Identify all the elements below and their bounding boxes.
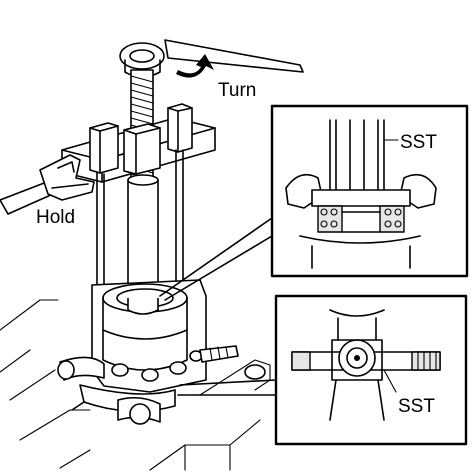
press-sleeve (127, 174, 159, 315)
callout-leaders (159, 217, 277, 396)
wrench-icon (119, 39, 304, 78)
sst-upper-label: SST (400, 132, 437, 153)
work-surface (0, 299, 271, 471)
turn-label: Turn (218, 80, 256, 101)
hold-label: Hold (36, 207, 75, 228)
sst-lower-label: SST (398, 396, 435, 417)
axle-hub (91, 279, 266, 393)
rotation-arrow-icon (176, 54, 214, 78)
adjustable-wrench-icon (0, 154, 95, 215)
detail-box-upper: SST (270, 104, 469, 278)
puller-crossbar (61, 103, 216, 183)
detail-box-lower: SST (274, 294, 468, 446)
bearing-balls (320, 208, 402, 228)
support-plate (57, 356, 176, 425)
